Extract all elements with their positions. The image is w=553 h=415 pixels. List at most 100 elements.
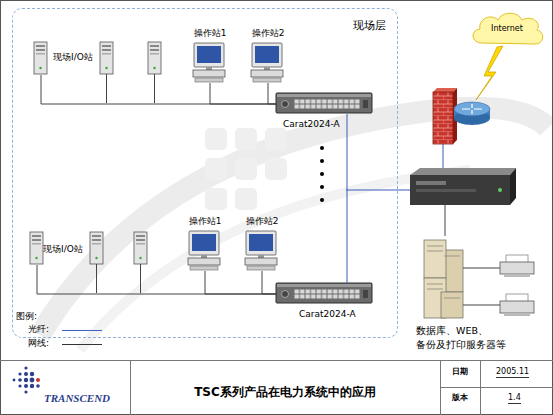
node-label: 操作站2 [241,215,283,228]
core-network [433,92,453,144]
watermark [40,108,548,350]
field-devices [188,231,220,270]
company-logo-mark [24,366,27,369]
core-network [504,313,530,316]
version-value: 1.4 [508,393,521,404]
core-network [433,88,457,92]
field-devices [134,232,147,264]
field-devices [97,264,141,293]
node-label: 现场I/O站 [43,243,83,256]
field-devices [30,42,372,303]
legend-row: 光纤: [28,323,108,336]
network-cable [210,83,277,104]
date-field-name: 日期 [452,367,468,377]
legend-line-sample [62,344,102,345]
workstation: 操作站2 [241,215,283,271]
core-network [463,268,500,305]
ellipsis-dots [320,185,324,189]
company-logo-mark [24,378,28,382]
field-devices [100,42,113,74]
node-label: 操作站1 [184,215,226,228]
ellipsis-dots [320,159,324,163]
network-cable [205,271,277,294]
legend-line-sample [60,338,104,350]
core-network [510,168,516,205]
company-logo-mark [18,378,22,382]
version-field-name: 版本 [452,393,468,403]
field-devices [34,42,47,74]
core-network [498,188,502,192]
core-network [441,292,463,318]
fiber-link [347,114,348,284]
legend-text: 网线: [28,337,49,350]
ellipsis-dots [320,146,324,150]
company-logo-mark [36,384,40,388]
node-label: 现场层 [353,18,386,34]
field-devices [251,43,283,82]
company-logo-mark [24,384,28,388]
field-devices [276,93,372,113]
io-station-group: 现场I/O站 [31,41,166,75]
ellipsis-dots [320,146,324,202]
watermark [235,158,257,180]
company-logo-mark [13,379,16,382]
core-network [500,301,534,313]
field-devices [107,74,155,103]
node-label: 操作站2 [247,27,289,40]
network-cable [268,83,277,104]
field-layer-region: 现场层现场I/O站操作站1操作站2Carat2024-A现场I/O站操作站1操作… [12,8,398,338]
legend-line-sample [60,324,104,336]
company-logo-mark [24,372,28,376]
company-logo-mark [36,378,40,382]
company-logo-mark [13,366,40,393]
network-cable [262,271,277,294]
core-network [445,205,446,236]
core-network [410,175,510,205]
core-network [416,189,476,192]
legend-text: 光纤: [28,323,49,336]
company-logo-mark [18,384,21,387]
ellipsis-dots [320,198,324,202]
watermark [205,128,227,150]
core-network [427,246,460,298]
workstation: 操作站2 [247,27,289,83]
watermark [40,108,548,335]
legend-heading: 图例: [16,311,37,323]
core-network [462,104,482,114]
node-label: 操作站1 [189,27,231,40]
core-network [410,168,516,175]
field-devices [245,231,277,270]
field-devices [193,43,225,82]
field-devices [148,42,161,74]
company-logo-mark [30,372,34,376]
switch-box: Carat2024-A [277,284,373,304]
workstation: 操作站1 [189,27,231,83]
core-network [346,46,534,318]
node-label: Carat2024-A [299,308,356,321]
watermark [265,158,287,180]
watermark [235,188,257,210]
diagram-title: TSC系列产品在电力系统中的应用 [130,384,440,401]
network-cable [37,265,277,294]
company-logo-mark [30,384,34,388]
watermark [265,128,287,150]
workstation: 操作站1 [184,215,226,271]
company-logo-mark [24,390,27,393]
company-logo-mark [30,378,35,383]
core-network [346,190,410,191]
internet-cloud: Internet [468,10,546,48]
node-label: 数据库、WEB、 备份及打印服务器等 [416,324,520,352]
company-logo-text: TRANSCEND [44,391,110,405]
watermark [205,188,227,210]
core-network [443,144,444,170]
core-network [476,46,503,100]
field-devices [30,232,43,264]
switch-box: Carat2024-A [277,94,373,114]
